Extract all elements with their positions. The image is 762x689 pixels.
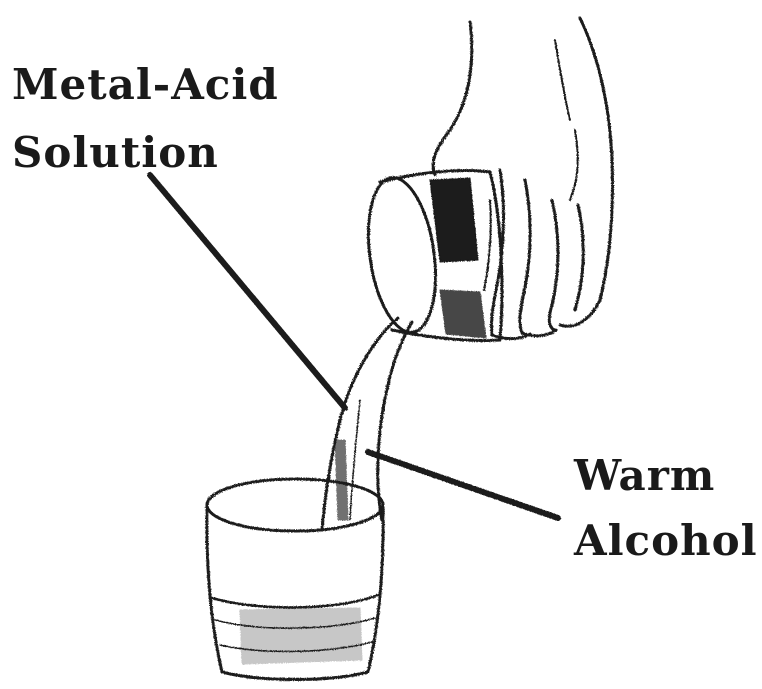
- liquid-stream: [322, 318, 412, 530]
- glass-receiving: [207, 479, 383, 680]
- beaker-pouring: [359, 170, 502, 340]
- leader-line-warm-alcohol: [368, 452, 558, 518]
- leader-line-metal-acid: [150, 175, 345, 408]
